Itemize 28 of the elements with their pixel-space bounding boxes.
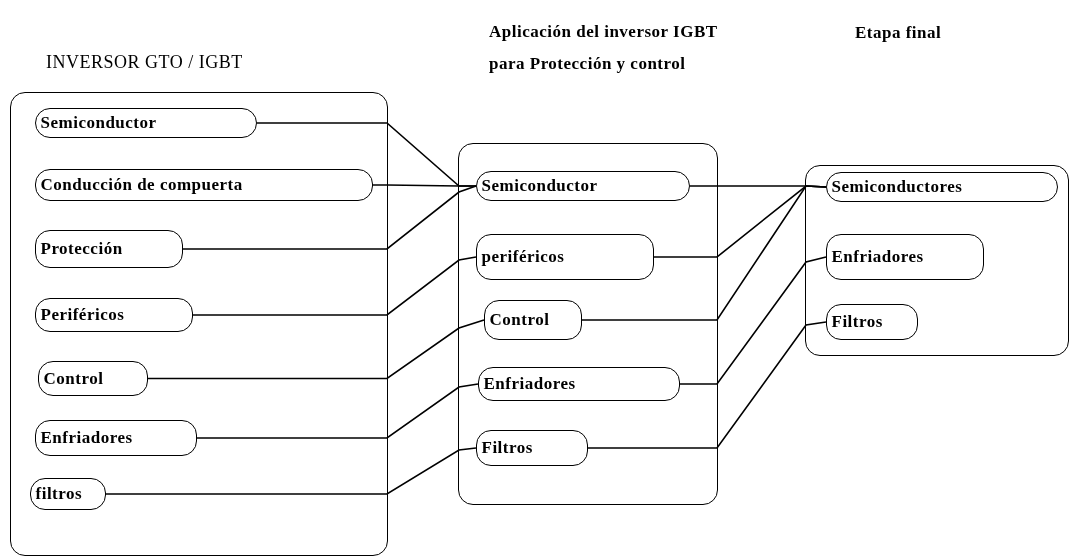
component-pill: Semiconductores <box>825 171 1058 202</box>
component-pill: Filtros <box>475 429 588 466</box>
component-pill: Semiconductor <box>34 107 257 138</box>
connector-line <box>679 256 827 385</box>
section-heading: Aplicación del inversor IGBT para Protección y control <box>489 21 719 76</box>
connector-line <box>372 184 477 187</box>
component-pill: Protección <box>34 229 183 268</box>
component-pill: periféricos <box>475 233 654 280</box>
connector-line <box>587 321 827 449</box>
connector-line <box>581 185 827 321</box>
component-pill: Control <box>483 299 582 340</box>
connector-line <box>147 319 485 380</box>
group-panel <box>805 165 1069 356</box>
component-pill: Enfriadores <box>477 366 680 401</box>
component-pill: Periféricos <box>34 297 193 332</box>
connector-line <box>196 383 479 439</box>
component-pill: Filtros <box>825 303 918 340</box>
component-pill: Enfriadores <box>34 419 197 456</box>
connector-line <box>192 256 477 316</box>
component-pill: filtros <box>29 477 106 510</box>
component-pill: Enfriadores <box>825 233 984 280</box>
component-pill: Control <box>37 360 148 396</box>
stage-heading: Etapa final <box>855 22 942 44</box>
component-pill: Semiconductor <box>475 170 690 201</box>
component-pill: Conducción de compuerta <box>34 168 373 201</box>
connector-line <box>182 185 477 250</box>
section-heading: INVERSOR GTO / IGBT <box>46 51 244 74</box>
connector-line <box>105 447 477 495</box>
